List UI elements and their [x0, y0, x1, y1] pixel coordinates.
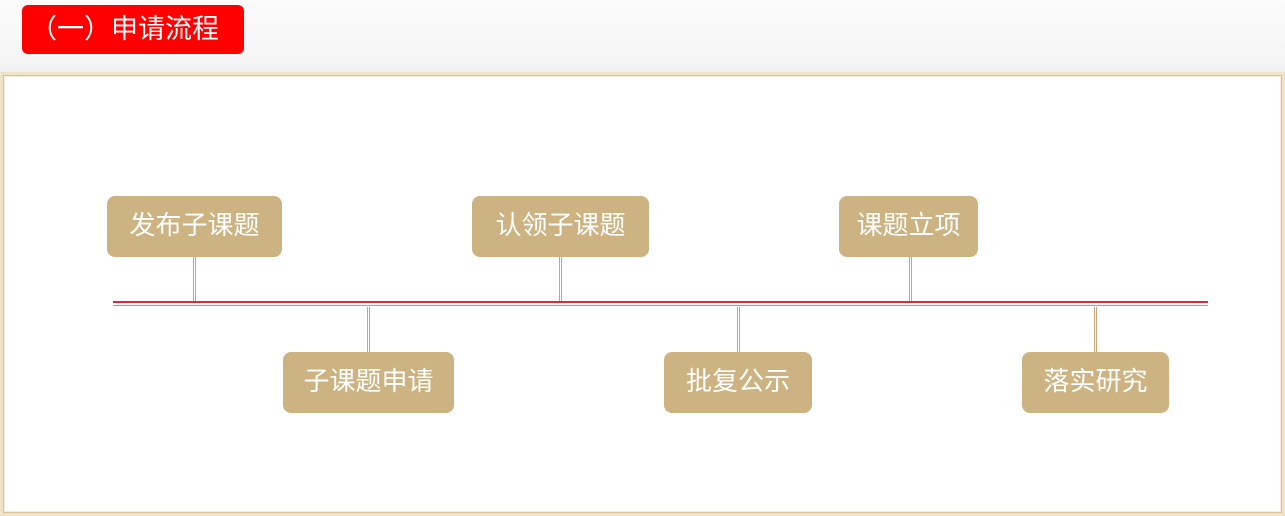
step-implement-research: 落实研究: [1022, 352, 1169, 413]
step-claim-subtopic: 认领子课题: [472, 196, 649, 257]
connector-step-1: [193, 257, 196, 301]
timeline-line-main: [113, 301, 1208, 303]
step-approval-announcement: 批复公示: [664, 352, 812, 413]
step-project-approval: 课题立项: [839, 196, 978, 257]
connector-step-5: [909, 257, 912, 301]
step-subtopic-application: 子课题申请: [283, 352, 454, 413]
timeline-line-shadow: [113, 305, 1208, 306]
step-publish-subtopic: 发布子课题: [107, 196, 282, 257]
content-frame: [0, 72, 1285, 516]
timeline-line: [113, 301, 1208, 307]
connector-step-3: [559, 257, 562, 301]
connector-step-6: [1094, 307, 1097, 352]
connector-step-4: [737, 307, 740, 352]
content-area: [3, 75, 1282, 513]
connector-step-2: [367, 307, 370, 352]
section-title: （一）申请流程: [22, 5, 244, 54]
